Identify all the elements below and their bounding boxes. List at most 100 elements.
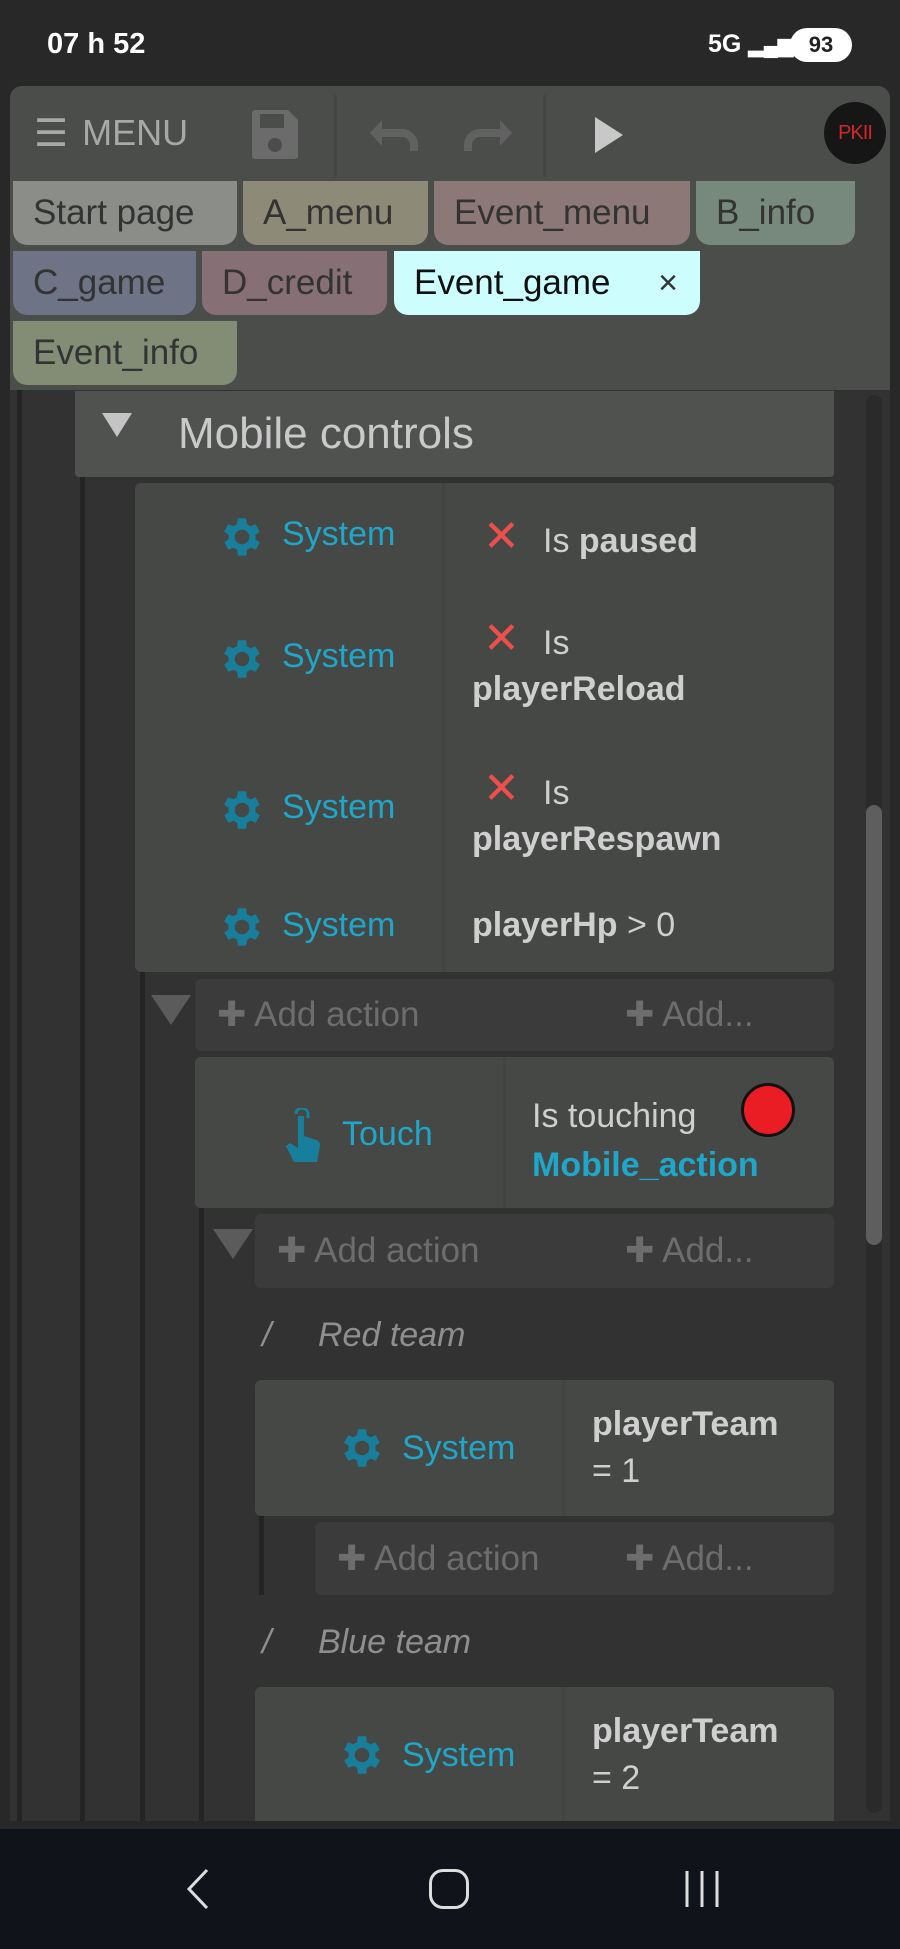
add-row: ✚ Add action ✚ Add... <box>255 1214 834 1288</box>
tab-label: Event_game <box>414 263 611 302</box>
add-more-label: Add... <box>662 1231 754 1270</box>
add-action-button[interactable]: ✚ Add action <box>337 1539 540 1578</box>
comment-icon: / <box>262 1316 272 1354</box>
recent-apps-icon[interactable] <box>682 1869 722 1909</box>
add-action-label: Add action <box>314 1231 480 1270</box>
network-type: 5G <box>708 30 742 58</box>
tab-event-menu[interactable]: Event_menu <box>434 181 690 245</box>
status-bar: 07 h 52 5G ▂▄▆ 93 <box>0 0 900 80</box>
tab-b-info[interactable]: B_info <box>696 181 855 245</box>
toolbar-divider <box>334 95 337 177</box>
tab-event-game[interactable]: Event_game × <box>394 251 700 315</box>
undo-icon[interactable] <box>368 115 424 155</box>
add-more-button[interactable]: ✚ Add... <box>625 995 754 1034</box>
object-name: System <box>282 906 396 944</box>
column-divider <box>503 1057 506 1208</box>
collapse-triangle-icon[interactable] <box>213 1229 253 1259</box>
add-action-label: Add action <box>374 1539 540 1578</box>
add-row: ✚ Add action ✚ Add... <box>195 979 834 1051</box>
object-name: System <box>282 637 396 675</box>
tab-start-page[interactable]: Start page <box>13 181 237 245</box>
tab-label: Start page <box>33 193 195 232</box>
negate-x-icon: ✕ <box>483 512 520 561</box>
red-object-thumbnail <box>741 1083 795 1137</box>
comment-text[interactable]: Blue team <box>318 1623 472 1661</box>
battery-indicator: 93 <box>790 28 852 62</box>
redo-icon[interactable] <box>458 115 514 155</box>
gear-icon <box>217 634 267 684</box>
conditions-block[interactable] <box>135 483 834 972</box>
column-divider <box>562 1687 565 1821</box>
indent-line <box>80 476 85 1821</box>
add-more-button[interactable]: ✚ Add... <box>625 1539 754 1578</box>
condition-name[interactable]: playerReload <box>472 670 686 708</box>
object-name: System <box>282 788 396 826</box>
tab-label: Event_info <box>33 333 199 372</box>
indent-line <box>199 1208 204 1821</box>
object-name: Touch <box>342 1115 433 1153</box>
menu-label: MENU <box>82 112 189 153</box>
touch-hand-icon <box>286 1108 321 1162</box>
tab-label: A_menu <box>263 193 394 232</box>
condition-prefix: Is <box>543 774 570 812</box>
add-more-label: Add... <box>662 1539 754 1578</box>
scrollbar-thumb[interactable] <box>866 805 882 1245</box>
negate-x-icon: ✕ <box>483 614 520 663</box>
condition-text: Is touching <box>532 1097 697 1135</box>
comment-icon: / <box>262 1623 272 1661</box>
collapse-triangle-icon[interactable] <box>102 413 132 437</box>
back-icon[interactable] <box>183 1868 213 1910</box>
object-name: System <box>282 515 396 553</box>
negate-x-icon: ✕ <box>483 764 520 813</box>
save-icon[interactable] <box>250 108 300 160</box>
gear-icon <box>337 1730 387 1780</box>
indent-line <box>17 390 22 1821</box>
tab-label: Event_menu <box>454 193 651 232</box>
condition-name[interactable]: playerTeam <box>592 1405 779 1443</box>
condition-name[interactable]: playerTeam <box>592 1712 779 1750</box>
tab-c-game[interactable]: C_game <box>13 251 196 315</box>
condition-prefix: Is <box>543 624 570 662</box>
condition-name: playerHp <box>472 906 618 944</box>
menu-button[interactable]: ☰ MENU <box>34 112 189 155</box>
add-more-label: Add... <box>662 995 754 1034</box>
home-icon[interactable] <box>429 1869 469 1909</box>
condition-name: paused <box>578 522 698 560</box>
add-action-label: Add action <box>254 995 420 1034</box>
condition-text[interactable]: Is paused <box>543 522 698 561</box>
tab-d-credit[interactable]: D_credit <box>202 251 387 315</box>
tab-a-menu[interactable]: A_menu <box>243 181 428 245</box>
collapse-triangle-icon[interactable] <box>151 995 191 1025</box>
hamburger-icon: ☰ <box>34 112 69 155</box>
target-object[interactable]: Mobile_action <box>532 1146 759 1184</box>
condition-operator: = 2 <box>592 1759 641 1797</box>
signal-icon: ▂▄▆ <box>748 35 794 57</box>
group-header[interactable]: Mobile controls <box>75 391 834 477</box>
gear-icon <box>217 512 267 562</box>
indent-line <box>140 972 145 1821</box>
condition-name[interactable]: playerRespawn <box>472 820 722 858</box>
play-icon[interactable] <box>593 115 625 155</box>
clock: 07 h 52 <box>47 28 146 60</box>
condition-operator: = 1 <box>592 1452 641 1490</box>
tab-label: D_credit <box>222 263 353 302</box>
profile-avatar[interactable]: PKII <box>824 102 886 164</box>
add-more-button[interactable]: ✚ Add... <box>625 1231 754 1270</box>
group-title: Mobile controls <box>178 409 474 458</box>
add-action-button[interactable]: ✚ Add action <box>277 1231 480 1270</box>
gear-icon <box>217 902 267 952</box>
column-divider <box>442 483 445 972</box>
add-action-button[interactable]: ✚ Add action <box>217 995 420 1034</box>
condition-text[interactable]: playerHp > 0 <box>472 906 675 945</box>
indent-line <box>259 1516 264 1595</box>
tab-event-info[interactable]: Event_info <box>13 321 237 385</box>
column-divider <box>562 1380 565 1516</box>
tab-label: B_info <box>716 193 816 232</box>
object-name: System <box>402 1429 516 1467</box>
comment-text[interactable]: Red team <box>318 1316 466 1354</box>
close-tab-icon[interactable]: × <box>658 264 678 302</box>
gear-icon <box>217 785 267 835</box>
condition-operator: > 0 <box>626 906 676 944</box>
network-indicator: 5G ▂▄▆ <box>708 30 793 59</box>
tab-label: C_game <box>33 263 166 302</box>
